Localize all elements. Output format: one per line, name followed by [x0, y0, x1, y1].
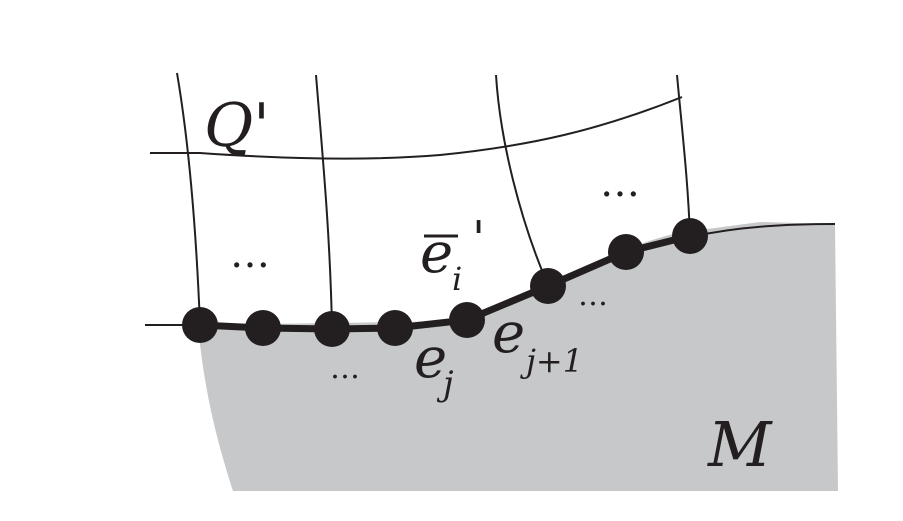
vertex: [377, 310, 413, 346]
label-q-prime: Q': [204, 91, 270, 161]
label-e-bar-i-prime: e i ': [420, 211, 485, 298]
vertex: [245, 310, 281, 346]
ellipsis-cell-right: …: [600, 160, 640, 206]
grid-vertical-2: [315, 74, 333, 329]
label-e-j: e j: [414, 326, 454, 404]
vertex: [314, 311, 350, 347]
vertex: [182, 307, 218, 343]
label-e-bar-subscript: i: [452, 260, 462, 298]
label-m: M: [707, 408, 773, 481]
grid-vertical-1: [176, 72, 201, 326]
label-e-j-plus-1: e j+1: [492, 301, 583, 380]
label-e-bar-symbol: e: [420, 221, 453, 286]
vertex: [530, 268, 566, 304]
grid-vertical-4: [676, 74, 691, 238]
vertex: [608, 234, 644, 270]
vertex: [672, 218, 708, 254]
ellipsis-boundary-right: …: [578, 278, 608, 313]
label-e-j1-subscript: j+1: [520, 342, 583, 380]
label-e-bar-prime: ': [472, 211, 485, 267]
ellipsis-boundary-left: …: [330, 351, 360, 386]
label-e-j-symbol: e: [414, 326, 447, 391]
vertex: [449, 302, 485, 338]
grid-lines: [145, 72, 836, 329]
label-e-j1-symbol: e: [492, 301, 525, 366]
grid-vertical-3: [495, 74, 549, 286]
region-m: [198, 222, 838, 491]
grid-horizontal-top: [150, 96, 683, 160]
ellipsis-cell-left: …: [230, 231, 270, 277]
boundary-vertices: [182, 218, 708, 347]
